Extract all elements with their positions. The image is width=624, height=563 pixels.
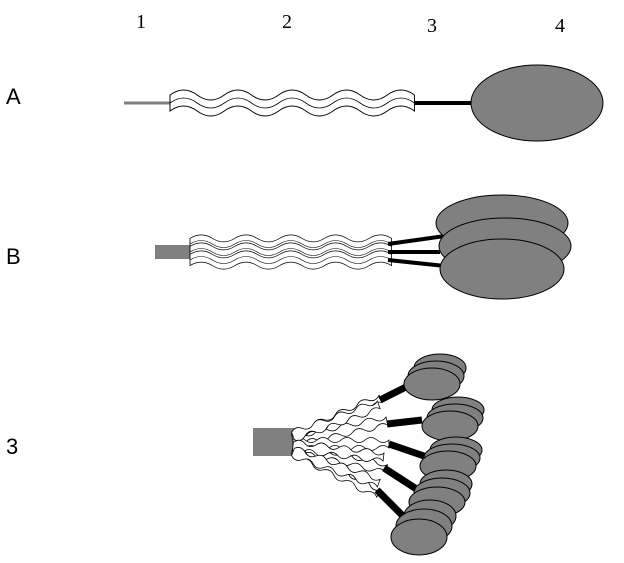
head-cluster: [404, 354, 466, 400]
row-label-a: A: [6, 84, 21, 109]
row-label-3: 3: [6, 434, 18, 459]
column-label-1: 1: [136, 11, 146, 33]
globular-head: [440, 239, 564, 299]
column-labels: 1 2 3 4: [136, 11, 565, 37]
column-label-4: 4: [555, 15, 565, 37]
row-label-b: B: [6, 244, 21, 269]
tail-segment: [253, 428, 295, 456]
linker-neck: [389, 444, 424, 456]
linker-neck: [377, 490, 405, 518]
globular-head: [391, 519, 447, 555]
tail-segment: [155, 245, 193, 259]
globular-head: [422, 411, 478, 441]
panel-a-single-molecule: [124, 65, 603, 141]
head-cluster: [422, 397, 484, 441]
linker-neck: [384, 468, 418, 490]
panel-3-fanned-bundle: [253, 354, 484, 555]
column-label-3: 3: [427, 15, 437, 37]
linker-neck: [388, 236, 445, 244]
panel-b-three-molecules: [155, 195, 571, 299]
coiled-coil-rod: [170, 90, 414, 116]
row-labels: A B 3: [6, 84, 21, 459]
head-cluster: [391, 500, 456, 555]
column-label-2: 2: [282, 11, 292, 33]
linker-neck: [388, 260, 445, 266]
globular-head: [471, 65, 603, 141]
linker-neck: [387, 420, 422, 424]
globular-head: [404, 368, 460, 400]
